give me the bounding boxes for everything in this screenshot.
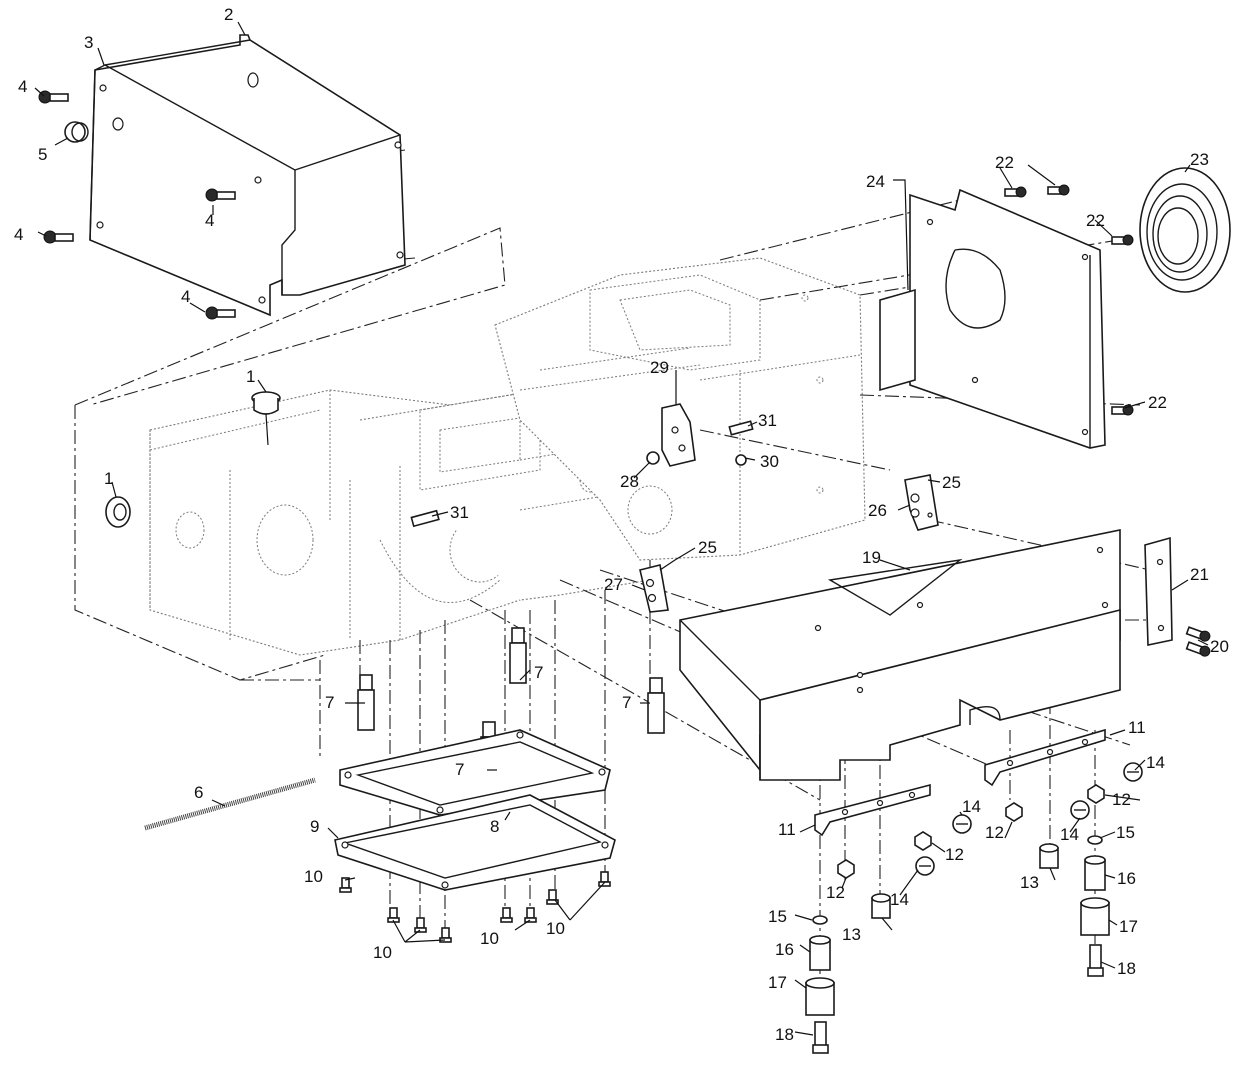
callout-7: 7 <box>455 760 464 779</box>
callout-leaders <box>34 21 1209 1036</box>
callout-4: 4 <box>205 211 214 230</box>
callout-labels: 2 3 4 4 4 4 5 1 1 6 7 7 7 7 8 9 10 10 10… <box>14 5 1229 1044</box>
right-end-plate-24 <box>879 188 1106 449</box>
callout-13: 13 <box>842 925 861 944</box>
callout-21: 21 <box>1190 565 1209 584</box>
callout-11: 11 <box>1128 718 1146 737</box>
foot-stack-right <box>1080 835 1110 977</box>
callout-12: 12 <box>826 883 845 902</box>
screw-set-14 <box>915 762 1143 876</box>
callout-12: 12 <box>1112 790 1131 809</box>
callout-12: 12 <box>945 845 964 864</box>
rubber-plug-1b <box>105 496 131 528</box>
callout-14: 14 <box>890 890 909 909</box>
nut-set-12 <box>837 784 1105 879</box>
callout-12: 12 <box>985 823 1004 842</box>
callout-22: 22 <box>995 153 1014 172</box>
callout-3: 3 <box>84 33 93 52</box>
gasket-9 <box>334 794 616 891</box>
callout-18: 18 <box>775 1025 794 1044</box>
callout-11: 11 <box>778 820 796 839</box>
callout-4: 4 <box>18 77 27 96</box>
callout-10: 10 <box>546 919 565 938</box>
callout-4: 4 <box>181 287 190 306</box>
rubber-plug-1 <box>251 391 281 446</box>
callout-17: 17 <box>768 973 787 992</box>
machine-body-ghost <box>149 257 866 656</box>
callout-14: 14 <box>962 797 981 816</box>
callout-16: 16 <box>775 940 794 959</box>
callout-23: 23 <box>1190 150 1209 169</box>
callout-15: 15 <box>768 907 787 926</box>
screw-set-22 <box>1004 184 1134 416</box>
left-end-cover <box>89 34 406 317</box>
callout-4: 4 <box>14 225 23 244</box>
rubber-cap-5 <box>64 121 89 143</box>
callout-7: 7 <box>534 663 543 682</box>
callout-16: 16 <box>1117 869 1136 888</box>
screw-set-10 <box>339 871 611 943</box>
callout-2: 2 <box>224 5 233 24</box>
callout-19: 19 <box>862 548 881 567</box>
callout-14: 14 <box>1060 825 1079 844</box>
callout-6: 6 <box>194 783 203 802</box>
nut-28 <box>646 451 660 465</box>
callout-31: 31 <box>758 411 777 430</box>
seal-ring-23 <box>1139 167 1231 293</box>
callout-22: 22 <box>1086 211 1105 230</box>
foot-stack-left <box>805 915 835 1054</box>
callout-15: 15 <box>1116 823 1135 842</box>
cover-plate-21 <box>1144 536 1173 646</box>
callout-17: 17 <box>1119 917 1138 936</box>
bracket-11a <box>814 783 931 837</box>
bracket-11b <box>984 728 1106 787</box>
callout-14: 14 <box>1146 753 1165 772</box>
callout-7: 7 <box>325 693 334 712</box>
callout-31: 31 <box>450 503 469 522</box>
callout-30: 30 <box>760 452 779 471</box>
callout-13: 13 <box>1020 873 1039 892</box>
oil-pan-8 <box>339 729 611 816</box>
callout-10: 10 <box>304 867 323 886</box>
callout-7: 7 <box>622 693 631 712</box>
callout-20: 20 <box>1210 637 1229 656</box>
callout-29: 29 <box>650 358 669 377</box>
bush-set-13 <box>871 843 1059 919</box>
base-tray-19 <box>679 529 1121 781</box>
bracket-29 <box>661 403 696 467</box>
felt-wick-6 <box>144 777 316 831</box>
callout-18: 18 <box>1117 959 1136 978</box>
callout-8: 8 <box>490 817 499 836</box>
callout-9: 9 <box>310 817 319 836</box>
callout-28: 28 <box>620 472 639 491</box>
bracket-25-27 <box>639 564 669 613</box>
callout-1: 1 <box>246 367 255 386</box>
callout-5: 5 <box>38 145 47 164</box>
screw-set-20 <box>1185 626 1211 657</box>
callout-25: 25 <box>698 538 717 557</box>
callout-25: 25 <box>942 473 961 492</box>
callout-27: 27 <box>604 575 623 594</box>
pin-30-31 <box>410 420 754 528</box>
callout-24: 24 <box>866 172 885 191</box>
callout-22: 22 <box>1148 393 1167 412</box>
callout-1: 1 <box>104 469 113 488</box>
callout-10: 10 <box>480 929 499 948</box>
bracket-25-26 <box>904 474 939 531</box>
callout-10: 10 <box>373 943 392 962</box>
callout-26: 26 <box>868 501 887 520</box>
